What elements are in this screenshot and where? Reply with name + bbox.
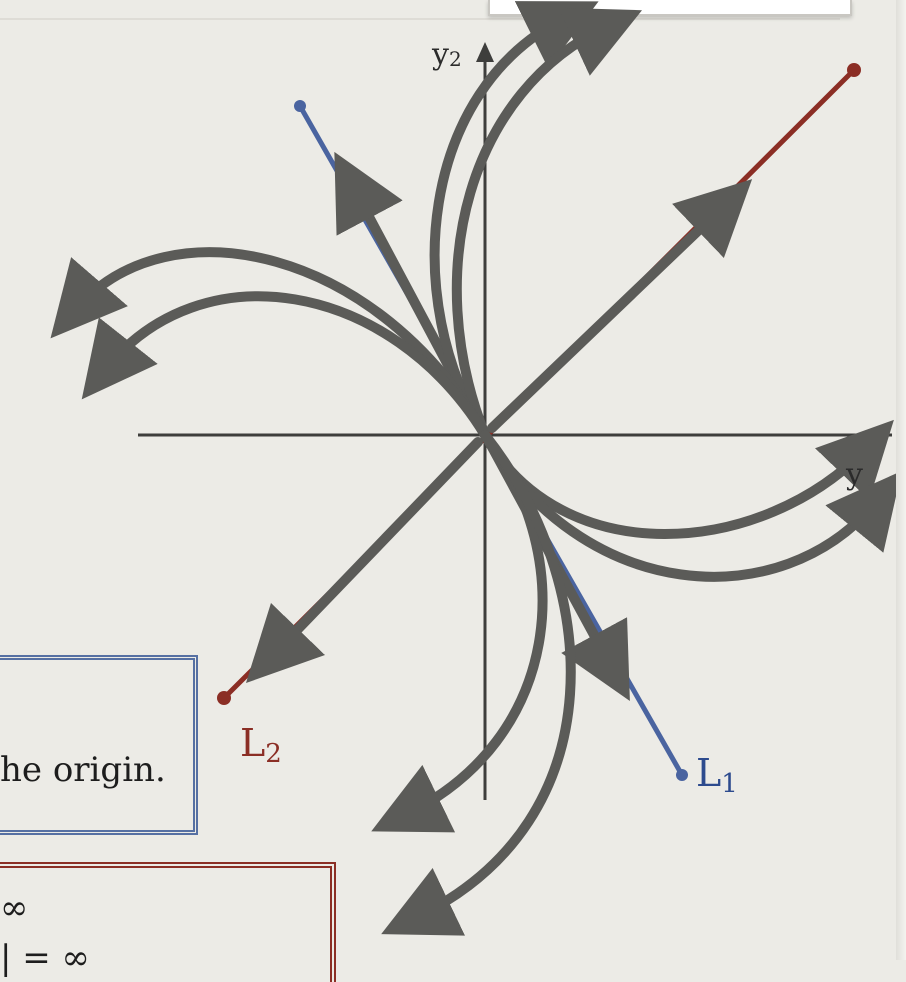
phase-plot-svg: y2 y L2 L1 [50, 1, 902, 936]
top-divider [0, 0, 840, 20]
red-note-line-1: ∞ [0, 888, 29, 928]
page-edge [896, 0, 906, 960]
y2-axis-label: y2 [431, 37, 462, 72]
trajectory-upper-2 [451, 7, 643, 440]
trajectory-l2-upper [487, 179, 753, 433]
red-note-line-2: | = ∞ [0, 938, 90, 978]
trajectory-right-1 [480, 419, 894, 539]
trajectory-lower-2 [381, 430, 576, 936]
y-axis-arrowhead [476, 42, 494, 62]
blue-note-text: he origin. [0, 750, 166, 790]
trajectory-upper-1 [429, 1, 599, 440]
red-note-box [0, 862, 336, 982]
eigenline-l1-endpoint-bottom [676, 769, 688, 781]
eigenline-l2-endpoint-bottom [217, 691, 231, 705]
trajectory-right-2 [480, 430, 902, 582]
eigenline-l1-endpoint-top [294, 100, 306, 112]
trajectory-l2-lower [245, 437, 483, 684]
x-axis-label-partial: y [845, 457, 863, 492]
trajectory-left-2 [81, 291, 490, 440]
trajectory-left-1 [50, 247, 490, 440]
label-l1: L1 [696, 751, 738, 799]
blue-note-box [0, 655, 198, 835]
label-l2: L2 [240, 721, 282, 769]
eigenline-l2-endpoint-top [847, 63, 861, 77]
